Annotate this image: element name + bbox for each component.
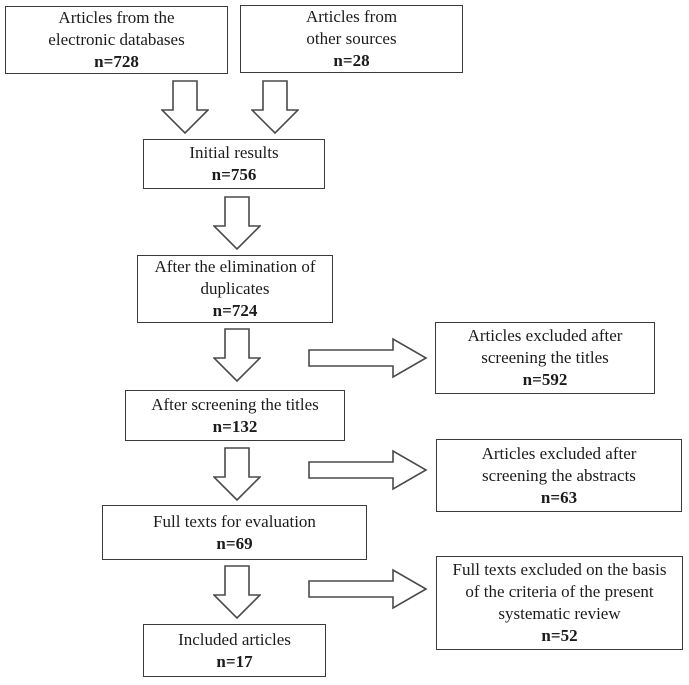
box-line: of the criteria of the present [465,582,654,601]
box-line: Included articles [178,629,291,649]
box-line: duplicates [200,279,270,298]
flow-box-initial-results: Initial results n=756 [143,139,325,189]
flow-box-after-duplicates: After the elimination of duplicates n=72… [137,255,333,323]
box-line: screening the titles [481,348,609,367]
down-arrow-icon [251,80,299,134]
box-line: electronic databases [48,30,185,49]
box-line: Articles from [305,7,398,26]
box-count: n=52 [541,626,578,645]
box-line: After the elimination of [154,257,316,276]
right-arrow-icon [308,337,428,379]
box-count: n=724 [212,301,258,320]
box-line: After screening the titles [151,394,319,414]
down-arrow-icon [213,328,261,382]
flow-box-other-sources: Articles from other sources n=28 [240,5,463,73]
flow-box-after-titles: After screening the titles n=132 [125,390,345,441]
flow-box-excluded-titles: Articles excluded after screening the ti… [435,322,655,394]
down-arrow-icon [213,447,261,501]
flow-box-electronic-databases: Articles from the electronic databases n… [5,6,228,74]
right-arrow-icon [308,449,428,491]
box-line: Full texts for evaluation [153,511,316,531]
box-line: screening the abstracts [482,465,636,485]
box-line: Articles excluded after [467,326,623,345]
box-count: n=592 [522,370,568,389]
box-line: systematic review [498,604,621,623]
box-count: n=132 [212,416,258,436]
flow-box-included: Included articles n=17 [143,624,326,677]
box-count: n=28 [333,51,370,70]
box-line: Articles excluded after [481,443,637,463]
box-line: Articles from the [58,8,175,27]
box-line: other sources [306,29,397,48]
flow-box-excluded-fulltexts: Full texts excluded on the basis of the … [436,556,683,650]
down-arrow-icon [213,196,261,250]
box-line: Initial results [189,143,279,162]
right-arrow-icon [308,568,428,610]
down-arrow-icon [161,80,209,134]
box-count: n=69 [216,533,253,553]
box-count: n=17 [216,651,253,671]
box-count: n=756 [211,165,257,184]
box-count: n=728 [94,52,139,71]
box-line: Full texts excluded on the basis [452,560,667,579]
flow-box-fulltexts: Full texts for evaluation n=69 [102,505,367,560]
flow-box-excluded-abstracts: Articles excluded after screening the ab… [436,439,682,512]
down-arrow-icon [213,565,261,619]
box-count: n=63 [540,487,578,507]
